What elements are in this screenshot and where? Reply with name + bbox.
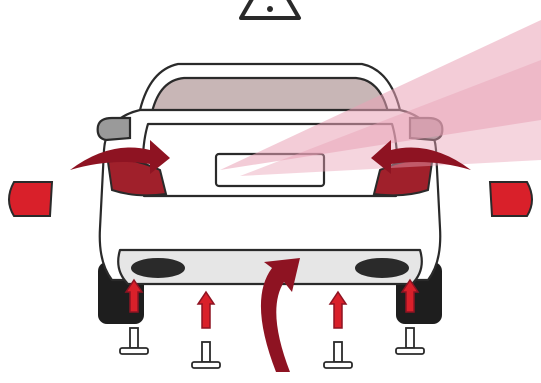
exhaust-pipes [131, 258, 409, 278]
detached-taillights [8, 181, 533, 217]
screw-icon [191, 341, 221, 369]
arrow-up-icon [328, 290, 348, 329]
car-body [98, 62, 442, 286]
taillight-right-icon [488, 181, 533, 217]
curved-arrow-icon [70, 140, 170, 174]
curved-arrow-icon [260, 258, 300, 372]
arrow-up-icon [400, 278, 420, 313]
curved-arrows [70, 140, 471, 372]
screw-icon [119, 327, 149, 355]
screws [119, 327, 425, 369]
screw-icon [323, 341, 353, 369]
curved-arrow-icon [371, 140, 471, 174]
screw-icon [395, 327, 425, 355]
arrow-up-icon [196, 290, 216, 329]
arrow-up-icon [124, 278, 144, 313]
light-beam-icon [220, 20, 541, 176]
taillight-left-icon [8, 181, 54, 217]
warning-icon [239, 0, 301, 20]
up-arrows [124, 278, 420, 329]
